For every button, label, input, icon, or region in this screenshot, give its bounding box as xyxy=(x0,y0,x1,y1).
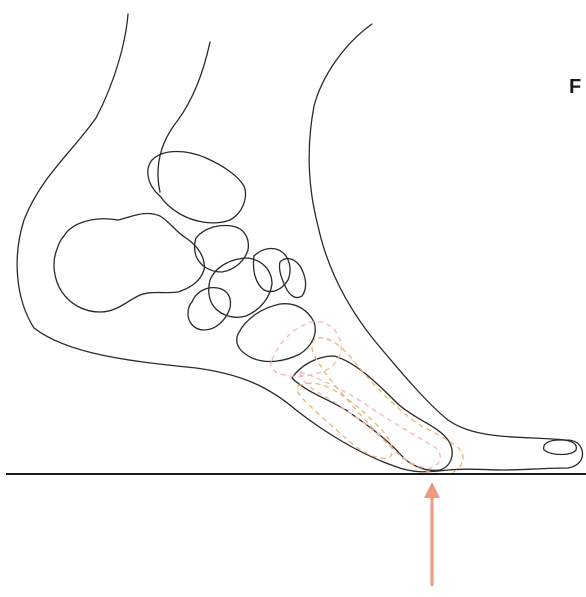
foot-outline xyxy=(17,14,582,472)
dashed-outline-orange xyxy=(312,338,463,474)
cuneiform-bone xyxy=(279,259,305,298)
metatarsal-bone xyxy=(237,304,315,362)
toenail xyxy=(544,440,577,455)
panel-letter: F xyxy=(569,77,581,97)
dashed-outline-pink xyxy=(300,372,440,468)
talus-bone xyxy=(148,152,246,223)
navicular-bone xyxy=(195,226,249,273)
shin-contour xyxy=(158,42,210,192)
dashed-outline-orange xyxy=(297,383,392,458)
force-arrow-head xyxy=(424,482,440,498)
calcaneus-bone xyxy=(54,213,204,312)
